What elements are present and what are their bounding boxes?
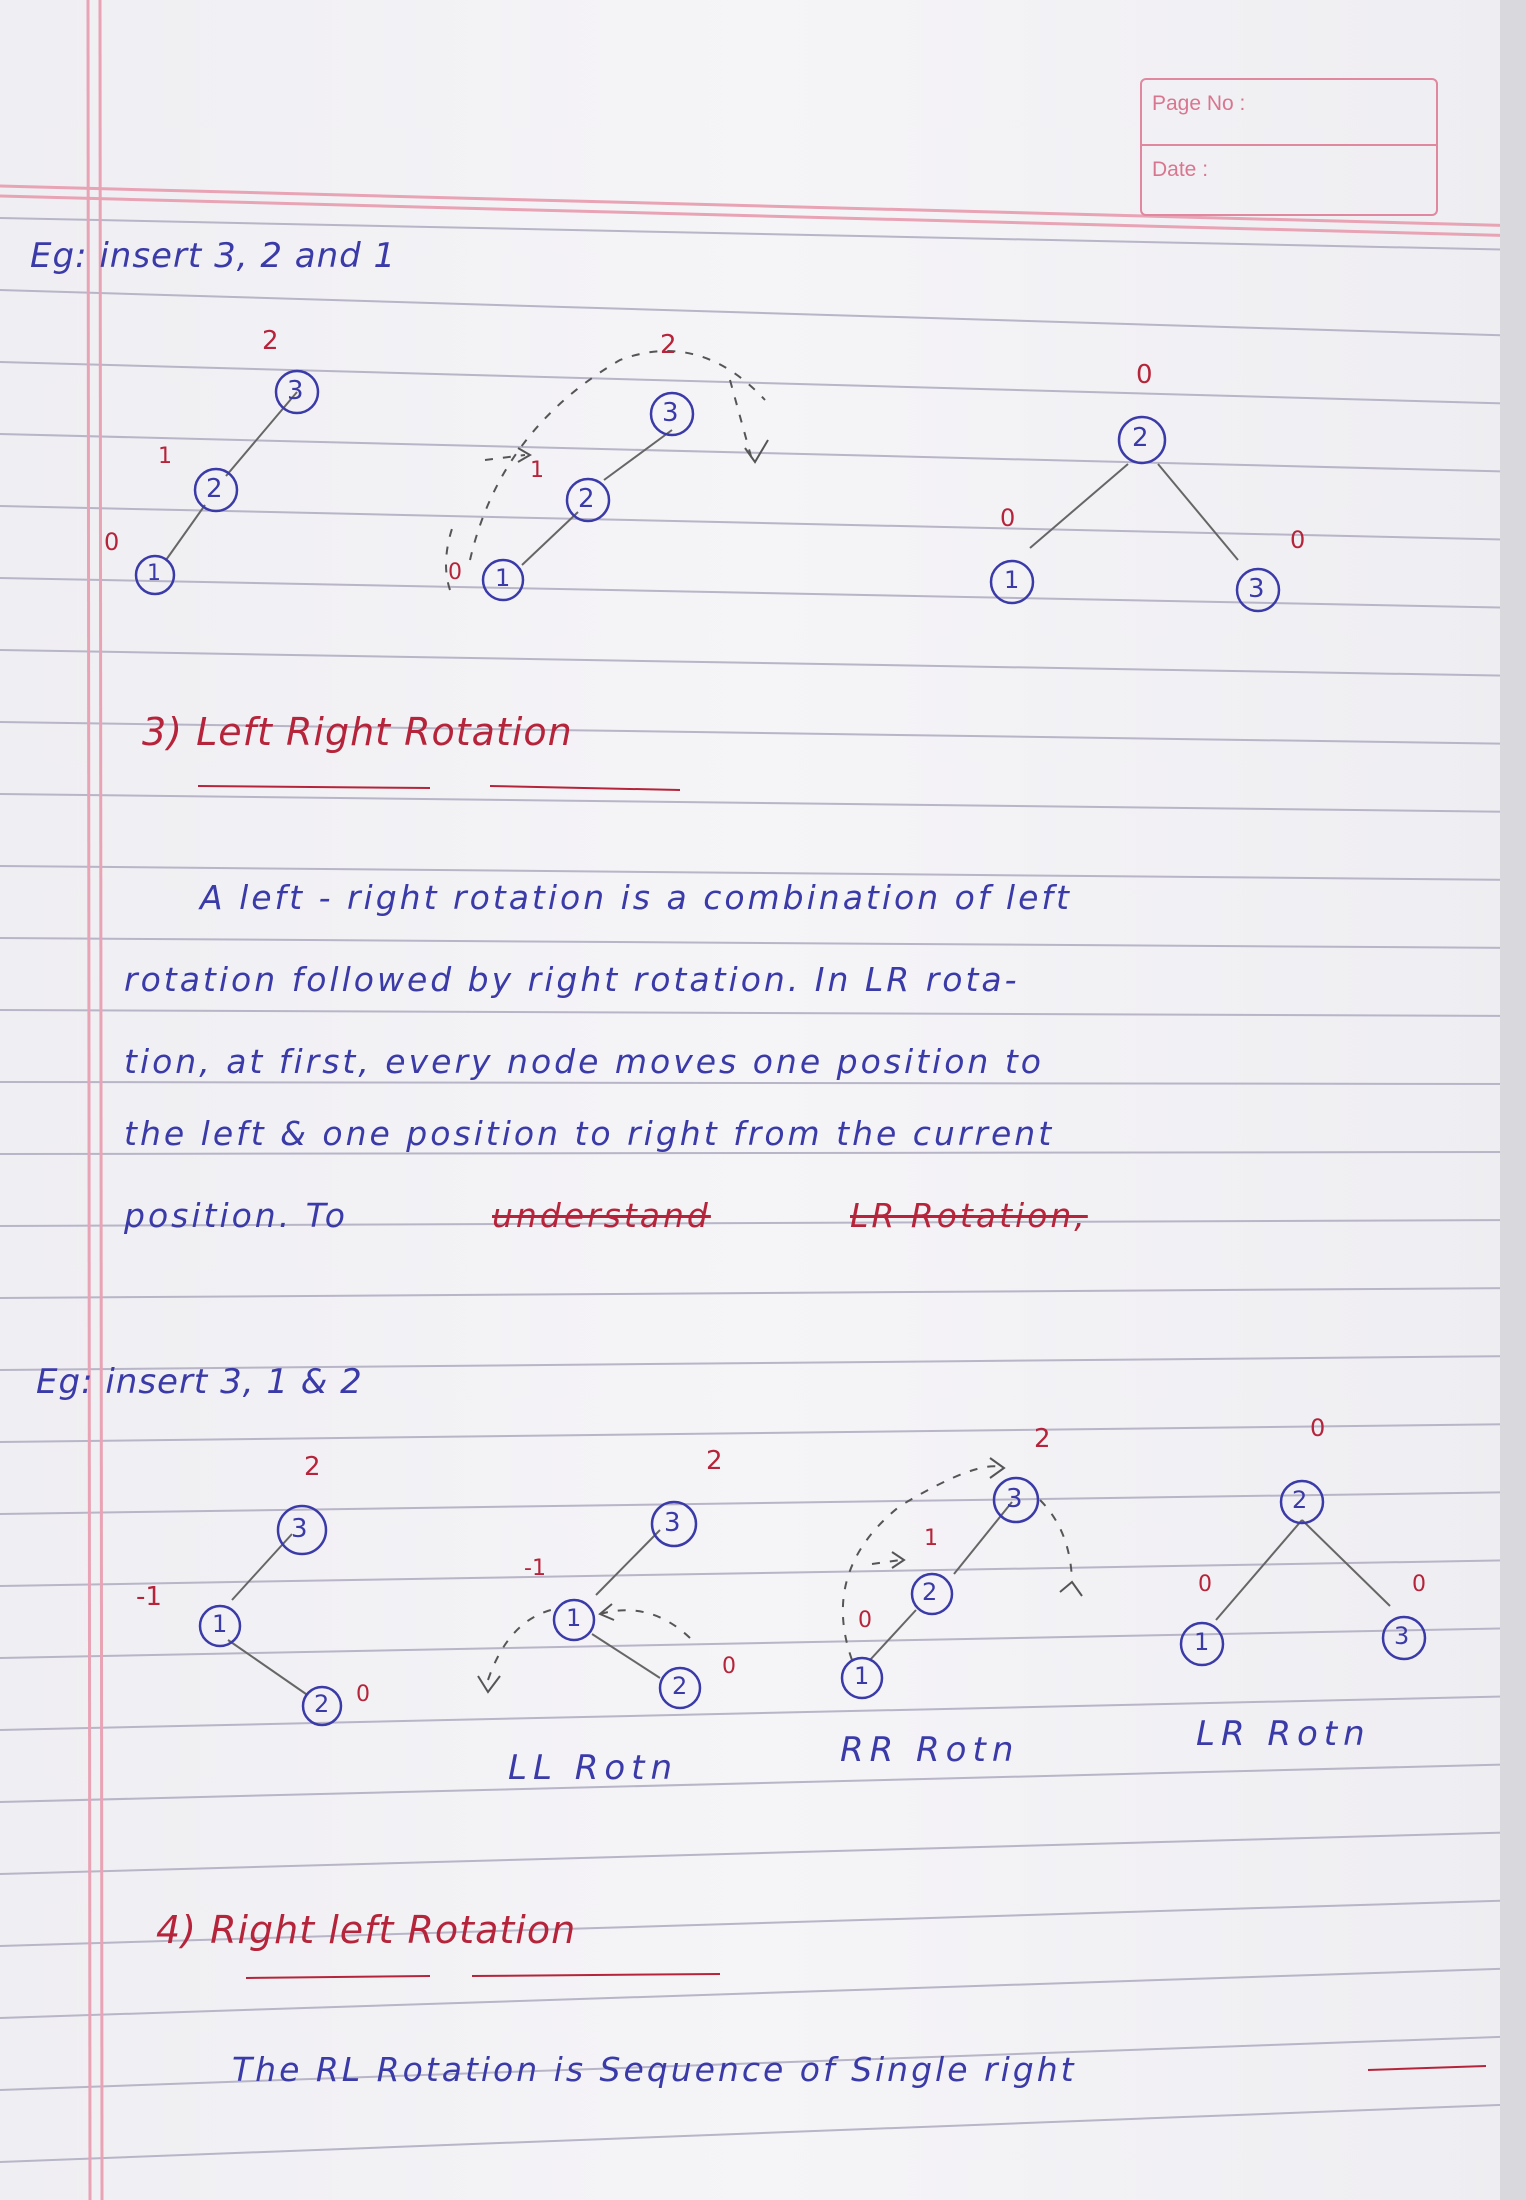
node-1 <box>134 554 176 596</box>
node-1 <box>989 559 1035 605</box>
ex2-d-balance-left: 0 <box>1198 1572 1212 1597</box>
page-box-divider <box>1142 144 1436 146</box>
node-1 <box>840 1656 884 1700</box>
ex1-a-node-mid: 2 <box>206 474 223 504</box>
ex1-b-balance-root: 2 <box>660 330 677 360</box>
node-2 <box>658 1666 702 1710</box>
ex2-b-balance-leaf: 0 <box>722 1654 736 1679</box>
node-2 <box>301 1685 343 1727</box>
ex2-c-balance-leaf: 0 <box>858 1608 872 1633</box>
ex1-c-node-left: 1 <box>1004 566 1020 594</box>
node-3 <box>992 1476 1040 1524</box>
ex1-c-balance-right: 0 <box>1290 526 1306 554</box>
ex2-c-balance-root: 2 <box>1034 1424 1051 1454</box>
example1-title: Eg: insert 3, 2 and 1 <box>30 236 397 276</box>
node-3 <box>1235 567 1281 613</box>
ex2-a-node-root: 3 <box>291 1514 308 1544</box>
ex1-b-balance-mid: 1 <box>530 458 544 483</box>
section3-para-line1: A left - right rotation is a combination… <box>200 878 1072 917</box>
node-2 <box>1279 1479 1325 1525</box>
ex2-a-balance-root: 2 <box>304 1452 321 1482</box>
node-3 <box>649 391 695 437</box>
ex1-b-node-mid: 2 <box>578 484 595 514</box>
section3-struck-phrase: LR Rotation, <box>850 1196 1088 1235</box>
ex2-d-node-root: 2 <box>1292 1486 1308 1514</box>
ex2-d-node-left: 1 <box>1194 1628 1210 1656</box>
ex1-a-balance-root: 2 <box>262 326 279 356</box>
ex2-b-node-root: 3 <box>664 1508 681 1538</box>
section3-para-line5: position. To <box>124 1196 348 1235</box>
caption-rr-rotation: RR Rotn <box>840 1730 1020 1770</box>
ex1-a-node-root: 3 <box>287 376 304 406</box>
section3-struck-word: understand <box>492 1196 711 1235</box>
ex2-a-node-leaf: 2 <box>314 1690 330 1718</box>
ex1-c-node-right: 3 <box>1248 574 1265 604</box>
ex2-d-balance-right: 0 <box>1412 1572 1426 1597</box>
ex1-b-node-leaf: 1 <box>495 564 511 592</box>
node-2 <box>193 467 239 513</box>
node-3 <box>274 369 320 415</box>
ex2-d-node-right: 3 <box>1394 1622 1410 1650</box>
date-label: Date : <box>1152 158 1209 181</box>
section3-para-line3: tion, at first, every node moves one pos… <box>124 1042 1044 1081</box>
node-2 <box>565 477 611 523</box>
ex2-c-node-root: 3 <box>1006 1484 1023 1514</box>
caption-lr-rotation: LR Rotn <box>1196 1714 1371 1754</box>
ex1-b-node-root: 3 <box>662 398 679 428</box>
ex2-d-balance-root: 0 <box>1310 1414 1326 1442</box>
node-2 <box>910 1572 954 1616</box>
ex2-c-node-mid: 2 <box>922 1578 938 1606</box>
ex2-a-balance-mid: -1 <box>136 1582 162 1612</box>
ex1-c-balance-left: 0 <box>1000 504 1016 532</box>
ex1-a-balance-mid: 1 <box>158 444 172 469</box>
node-2 <box>1117 415 1167 465</box>
node-3 <box>1381 1615 1427 1661</box>
node-1 <box>1179 1621 1225 1667</box>
node-3 <box>276 1504 328 1556</box>
node-1 <box>552 1598 596 1642</box>
node-1 <box>198 1604 242 1648</box>
ex1-b-balance-leaf: 0 <box>448 560 462 585</box>
ex2-b-node-mid: 1 <box>566 1604 582 1632</box>
section4-para-line: The RL Rotation is Sequence of Single ri… <box>232 2050 1077 2089</box>
example2-title: Eg: insert 3, 1 & 2 <box>36 1362 363 1402</box>
node-3 <box>650 1500 698 1548</box>
ex1-c-node-root: 2 <box>1132 423 1149 453</box>
node-1 <box>481 558 525 602</box>
ex2-a-balance-leaf: 0 <box>356 1682 370 1707</box>
ex2-c-balance-mid: 1 <box>924 1526 938 1551</box>
section3-para-line2: rotation followed by right rotation. In … <box>124 960 1020 999</box>
page-no-label: Page No : <box>1152 92 1246 115</box>
ex2-c-node-leaf: 1 <box>854 1662 870 1690</box>
ex1-a-balance-leaf: 0 <box>104 528 120 556</box>
ex2-b-balance-mid: -1 <box>524 1556 546 1581</box>
section4-heading: 4) Right left Rotation <box>156 1908 577 1952</box>
page-date-box: Page No : Date : <box>1140 78 1438 216</box>
caption-ll-rotation: LL Rotn <box>508 1748 678 1788</box>
ex1-a-node-leaf: 1 <box>147 561 161 586</box>
ex2-b-node-leaf: 2 <box>672 1672 688 1700</box>
ex2-b-balance-root: 2 <box>706 1446 723 1476</box>
section3-heading: 3) Left Right Rotation <box>142 710 573 754</box>
ex2-a-node-mid: 1 <box>212 1610 228 1638</box>
ex1-c-balance-root: 0 <box>1136 360 1153 390</box>
section3-para-line4: the left & one position to right from th… <box>124 1114 1055 1153</box>
